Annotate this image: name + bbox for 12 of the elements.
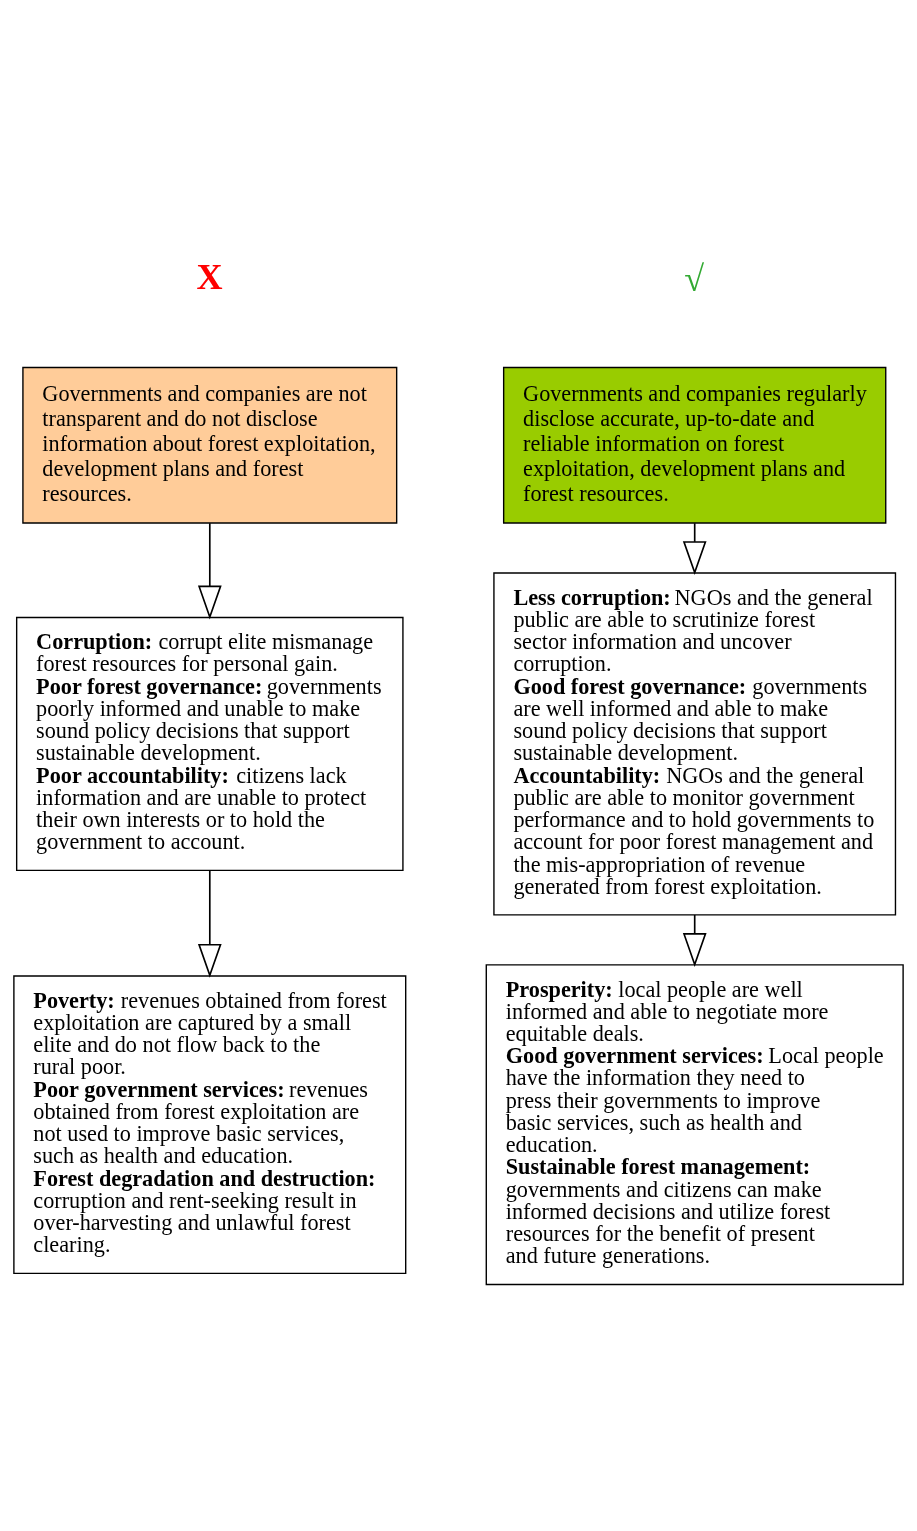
node-box: Governments and companies regularly disclose accurate, up-to-date and reliable information on forest exploitation, development plans and forest resources.: [502, 366, 887, 524]
arrow: [682, 914, 707, 968]
arrow: [197, 869, 222, 978]
node-box: Poverty: revenues obtained from forest exploitation are captured by a small elite and do not flow back to the rural poor. Poor government services: revenues obtained from forest exploitation are not used to improve basic services, such as health and education. Forest degradation and destruction: corruption and rent-seeking result in over-harvesting and unlawful forest clearing.: [13, 975, 407, 1275]
arrow: [682, 522, 707, 576]
label: √: [684, 258, 705, 299]
node-box: Less corruption: NGOs and the general public are able to scrutinize forest sector information and uncover corruption. Good forest governance: governments are well informed and able to make sound policy decisions that support sustainable development. Accountability: NGOs and the general public are able to monitor government performance and to hold governments to account for poor forest management and the mis-appropriation of revenue generated from forest exploitation.: [493, 572, 897, 916]
arrow: [197, 522, 222, 620]
label: X: [196, 257, 223, 298]
node-box: Corruption: corrupt elite mismanage forest resources for personal gain. Poor forest governance: governments poorly informed and unable to make sound policy decisions that support sustainable development. Poor accountability: citizens lack information and are unable to protect their own interests or to hold the government to account.: [15, 616, 404, 872]
node-box: Governments and companies are not transparent and do not disclose information about forest exploitation, development plans and forest resources.: [22, 366, 398, 524]
node-box: Prosperity: local people are well informed and able to negotiate more equitable deals. Good government services: Local people have the information they need to press their governments to improve basic services, such as health and education. Sustainable forest management: governments and citizens can make informed decisions and utilize forest resources for the benefit of present and future generations.: [485, 964, 904, 1286]
